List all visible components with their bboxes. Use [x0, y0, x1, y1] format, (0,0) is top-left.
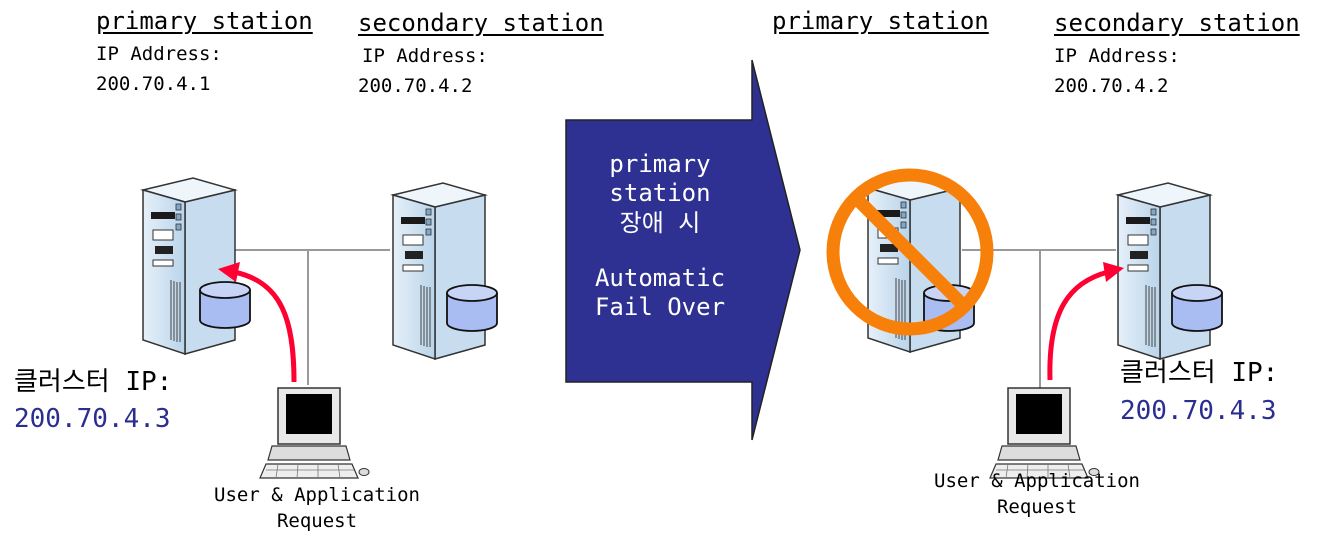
- arrow-text-line3: 장애 시: [619, 208, 701, 237]
- arrow-text-line4: Automatic: [594, 263, 726, 292]
- disk-secondary-left: [446, 284, 498, 332]
- arrow-text: primary station 장애 시 Automatic Fail Over: [560, 150, 760, 322]
- secondary-ip-label-right: IP Address:: [1054, 45, 1180, 67]
- arrow-text-line2: station: [609, 179, 711, 208]
- disk-primary-left: [199, 281, 251, 329]
- secondary-ip-left: 200.70.4.2: [358, 75, 473, 97]
- secondary-server-right: [1117, 182, 1211, 360]
- client-pc-right: [989, 387, 1100, 479]
- client-line1-right: User & Application: [934, 470, 1140, 492]
- client-line2-left: Request: [276, 510, 358, 532]
- redirect-arrow-left: [218, 262, 297, 383]
- secondary-ip-right: 200.70.4.2: [1054, 75, 1169, 97]
- primary-ip-left: 200.70.4.1: [96, 73, 211, 95]
- secondary-ip-label-left: IP Address:: [362, 45, 488, 67]
- right-scene: [826, 168, 1223, 479]
- cluster-ip-left: 200.70.4.3: [14, 404, 171, 434]
- redirect-arrow-right: [1047, 262, 1124, 381]
- disk-secondary-right: [1171, 284, 1223, 332]
- client-pc-left: [259, 387, 370, 479]
- arrow-text-line1: primary: [609, 150, 711, 178]
- cluster-ip-label-right: 클러스터 IP:: [1120, 358, 1279, 388]
- network-lines-left: [230, 249, 390, 385]
- primary-title-left: primary station: [96, 7, 313, 35]
- secondary-title-left: secondary station: [358, 9, 604, 37]
- arrow-text-line5: Fail Over: [594, 293, 726, 322]
- cluster-ip-label-left: 클러스터 IP:: [14, 367, 173, 397]
- left-scene: [142, 177, 498, 479]
- prohibit-icon: [826, 168, 994, 336]
- client-label-left: User & Application Request: [190, 486, 444, 531]
- failover-arrow: [565, 59, 801, 441]
- primary-title-right: primary station: [772, 7, 989, 35]
- client-label-right: User & Application Request: [910, 472, 1164, 517]
- primary-ip-label-left: IP Address:: [96, 43, 222, 65]
- secondary-title-right: secondary station: [1054, 9, 1300, 37]
- client-line1-left: User & Application: [214, 484, 420, 506]
- secondary-server-left: [392, 182, 486, 360]
- client-line2-right: Request: [996, 496, 1078, 518]
- cluster-ip-right: 200.70.4.3: [1120, 396, 1277, 426]
